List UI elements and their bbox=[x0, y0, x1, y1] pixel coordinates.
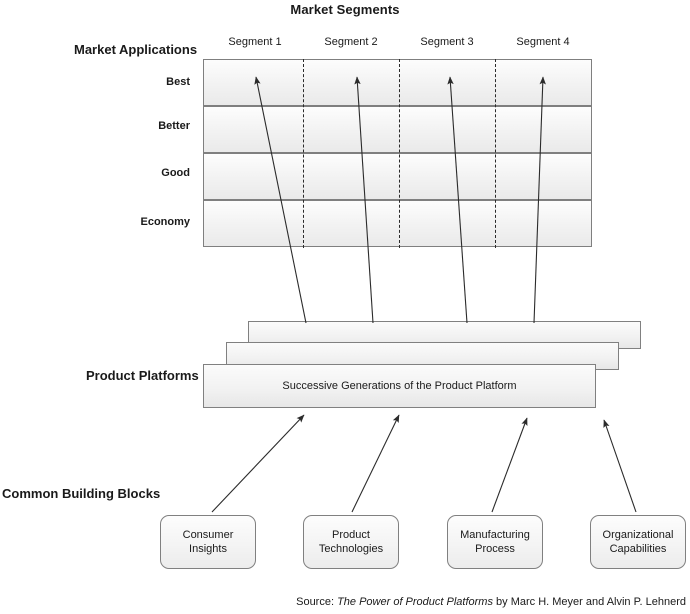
label-common-building-blocks: Common Building Blocks bbox=[2, 486, 161, 501]
grid-row-better bbox=[203, 106, 592, 153]
source-note: Source: The Power of Product Platforms b… bbox=[0, 596, 686, 608]
segment-divider-3 bbox=[495, 59, 496, 248]
segment-header-3: Segment 3 bbox=[420, 36, 474, 48]
segment-header-2: Segment 2 bbox=[324, 36, 378, 48]
segment-divider-2 bbox=[399, 59, 400, 248]
segment-header-4: Segment 4 bbox=[516, 36, 570, 48]
tier-label-economy: Economy bbox=[140, 216, 190, 228]
segment-divider-1 bbox=[303, 59, 304, 248]
label-product-platforms: Product Platforms bbox=[86, 368, 199, 383]
tier-label-better: Better bbox=[158, 120, 190, 132]
source-title: The Power of Product Platforms bbox=[337, 596, 493, 608]
segment-header-1: Segment 1 bbox=[228, 36, 282, 48]
grid-row-good bbox=[203, 153, 592, 200]
source-prefix: Source: bbox=[296, 596, 338, 608]
platform-generation-1 bbox=[203, 364, 596, 408]
building-block-consumer-insights: Consumer Insights bbox=[160, 515, 256, 569]
tier-label-best: Best bbox=[166, 76, 190, 88]
tier-label-good: Good bbox=[161, 167, 190, 179]
market-grid bbox=[203, 59, 592, 248]
grid-row-best bbox=[203, 59, 592, 106]
source-suffix: by Marc H. Meyer and Alvin P. Lehnerd bbox=[492, 596, 686, 608]
page-title: Market Segments bbox=[290, 2, 400, 17]
grid-row-economy bbox=[203, 200, 592, 247]
label-market-applications: Market Applications bbox=[74, 42, 198, 57]
